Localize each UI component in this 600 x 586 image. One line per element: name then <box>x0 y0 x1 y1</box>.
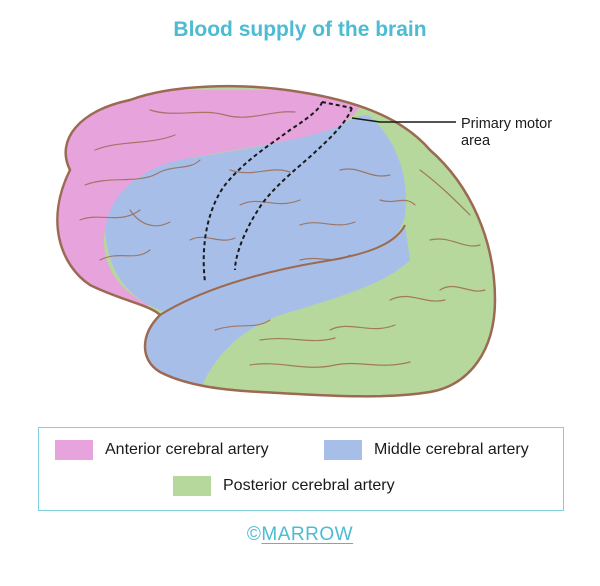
diagram-title: Blood supply of the brain <box>173 18 427 41</box>
swatch-posterior <box>173 476 211 496</box>
anterior-cerebral-region <box>57 90 372 320</box>
swatch-anterior <box>55 440 93 460</box>
legend: Anterior cerebral artery Middle cerebral… <box>38 427 564 511</box>
legend-item-anterior: Anterior cerebral artery <box>55 440 269 460</box>
brain-lateral-view <box>56 84 497 398</box>
swatch-middle <box>324 440 362 460</box>
primary-motor-area-label: Primary motor area <box>461 116 553 149</box>
brand-logo: ©MARROW <box>246 524 354 545</box>
legend-item-posterior: Posterior cerebral artery <box>173 476 395 496</box>
callout-leader-line <box>351 117 456 123</box>
primary-motor-area-outline <box>202 101 353 283</box>
legend-item-middle: Middle cerebral artery <box>324 440 529 460</box>
